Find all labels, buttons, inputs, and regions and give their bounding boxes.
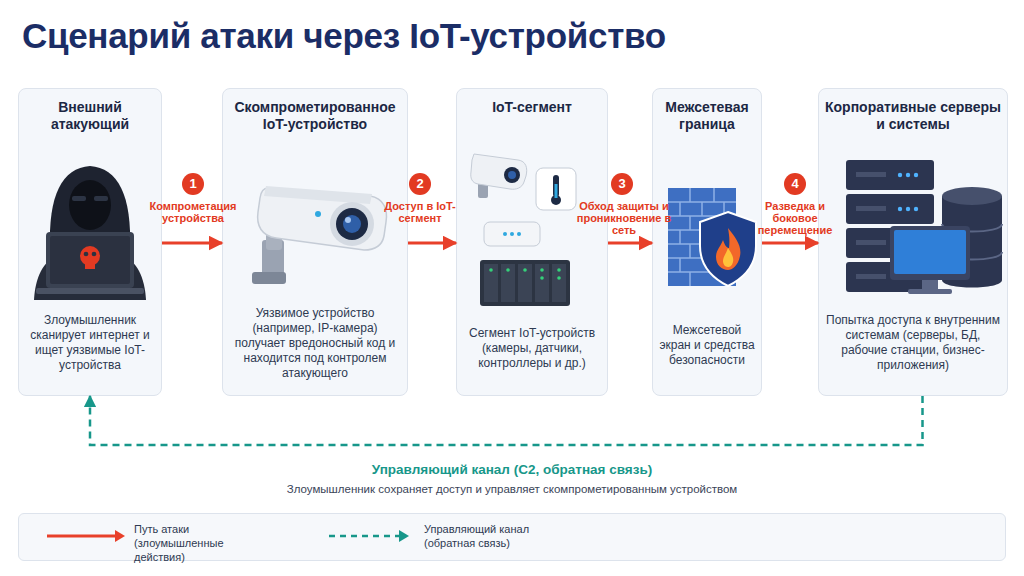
stage-panel: Межсетевая границаМежсетевой экран и сре… (652, 88, 762, 396)
channel-label: Управляющий канал (C2, обратная связь) (212, 462, 812, 478)
panel-heading: Корпоративные серверы и системы (823, 99, 1003, 133)
legend-box (18, 513, 1006, 561)
callout-number: 3 (611, 173, 633, 195)
stage-panel: IoT-сегментСегмент IoT-устройств (камеры… (456, 88, 608, 396)
panel-heading: Внешний атакующий (23, 99, 157, 133)
legend-sample-line (47, 535, 117, 538)
attack-path-arrow (408, 242, 456, 245)
attack-path-arrow (762, 242, 818, 245)
callout-number: 4 (784, 173, 806, 195)
diagram-title: Сценарий атаки через IoT-устройство (22, 16, 666, 56)
legend-sample-head (115, 530, 125, 542)
panel-description: Межсетевой экран и средства безопасности (659, 323, 755, 368)
stage-panel: Внешний атакующийЗлоумышленник сканирует… (18, 88, 162, 396)
attack-path-arrow (162, 242, 222, 245)
camera-illustration (252, 186, 386, 284)
panel-description: Уязвимое устройство (например, IP-камера… (229, 306, 401, 381)
servers-illustration (846, 160, 1002, 294)
c2-channel-connector (90, 396, 923, 445)
hacker-illustration (34, 166, 146, 300)
panel-heading: Скомпрометированное IoT-устройство (227, 99, 403, 133)
legend-sample-line (329, 535, 399, 538)
iot-devices-illustration (471, 154, 576, 306)
panel-description: Сегмент IoT-устройств (камеры, датчики, … (463, 326, 601, 371)
panel-heading: Межсетевая граница (657, 99, 757, 133)
panel-heading: IoT-сегмент (461, 99, 603, 116)
stage-panel: Скомпрометированное IoT-устройствоУязвим… (222, 88, 408, 396)
callout-number: 1 (182, 173, 204, 195)
channel-note: Злоумышленник сохраняет доступ и управля… (162, 482, 862, 496)
firewall-illustration (668, 188, 756, 286)
legend-sample-head (399, 530, 409, 542)
legend-text: Управляющий канал (обратная связь) (424, 522, 564, 550)
stage-panel: Корпоративные серверы и системыПопытка д… (818, 88, 1008, 396)
legend-samples (19, 514, 1007, 562)
callout-number: 2 (409, 173, 431, 195)
attack-path-arrow (608, 242, 652, 245)
legend-text: Путь атаки (злоумышленные действия) (134, 522, 274, 564)
panel-description: Попытка доступа к внутренним системам (с… (825, 313, 1001, 373)
panel-description: Злоумышленник сканирует интернет и ищет … (25, 313, 155, 373)
